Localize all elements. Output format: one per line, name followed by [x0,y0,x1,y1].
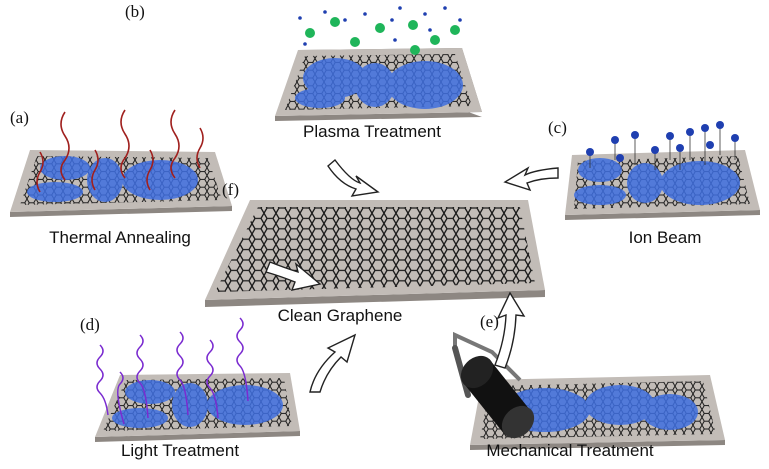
label-clean-graphene: Clean Graphene [277,306,403,325]
arrow-plasma-to-clean [327,158,380,197]
plate-thermal [10,109,232,217]
process-arrows [265,158,559,393]
panel-tag-e: (e) [480,312,499,331]
label-ion-beam: Ion Beam [628,228,702,247]
light-waves [96,317,249,425]
panel-tag-a: (a) [10,108,29,127]
label-plasma-treatment: Plasma Treatment [303,122,441,141]
label-mechanical-treatment: Mechanical Treatment [486,441,654,460]
plate-clean-graphene [205,200,545,307]
label-light-treatment: Light Treatment [120,441,240,460]
arrow-light-to-clean [309,333,357,393]
panel-tag-f: (f) [222,180,239,199]
arrow-thermal-to-clean [265,261,322,291]
plasma-particles [298,6,462,55]
plate-light [95,317,300,442]
panel-tag-d: (d) [80,315,100,334]
plate-ion-beam [565,121,760,220]
panel-tag-c: (c) [548,118,567,137]
heat-waves [36,109,204,193]
label-thermal-annealing: Thermal Annealing [49,228,191,247]
plate-plasma [275,6,482,121]
residue-blobs [295,58,463,109]
plate-mechanical [452,331,725,450]
panel-tag-b: (b) [125,2,145,21]
ion-particles [586,121,739,170]
arrow-ion-to-clean [503,166,559,192]
roller-icon [452,331,535,439]
arrow-mechanical-to-clean [494,291,526,369]
